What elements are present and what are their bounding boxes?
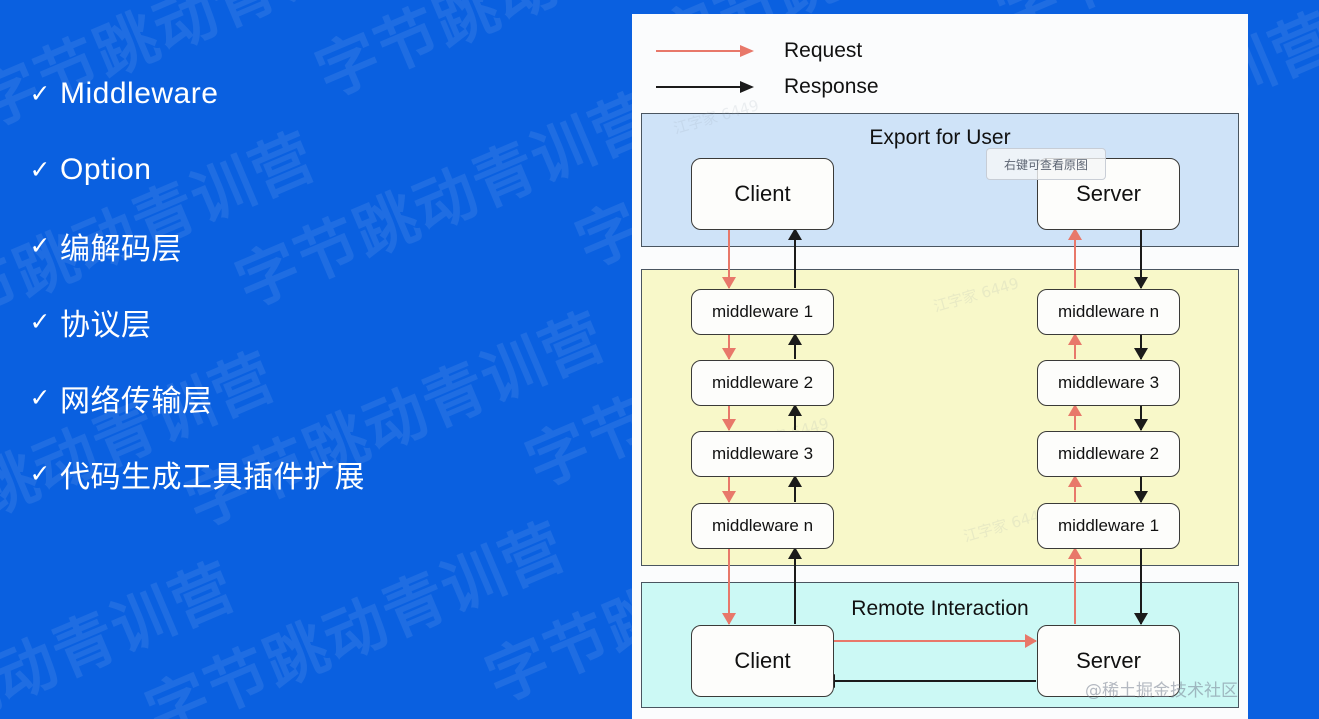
arrow-request-mw3r-to-mwn — [1068, 333, 1082, 359]
watermark-text: 字节跳动青训营 — [0, 548, 247, 719]
arrow-request-mw2r-to-mw3r — [1068, 404, 1082, 430]
node-middleware-right-4[interactable]: middleware 1 — [1037, 503, 1180, 549]
arrow-request-mw3-to-mwn — [722, 476, 736, 503]
node-label: middleware 3 — [711, 444, 814, 463]
arrow-remote-request-client-to-server — [824, 634, 1037, 648]
arrow-response-server-to-mwn — [1134, 229, 1148, 289]
legend-item-response: Response — [656, 75, 879, 99]
node-middleware-left-1[interactable]: middleware 1 — [691, 289, 834, 335]
node-middleware-left-4[interactable]: middleware n — [691, 503, 834, 549]
node-label: Client — [734, 648, 791, 673]
list-item-label: 代码生成工具插件扩展 — [60, 461, 365, 494]
node-label: Client — [734, 181, 791, 206]
arrow-request-mwn-to-server — [1068, 228, 1082, 288]
list-item: ✓ Option — [20, 132, 620, 208]
list-item-label: 编解码层 — [60, 233, 182, 266]
arrow-request-client-to-mw1 — [722, 229, 736, 289]
node-label: middleware 1 — [1057, 516, 1160, 535]
arrow-response-mw3-to-mw2 — [788, 404, 802, 430]
section-export-for-user: Export for User Client Server — [641, 113, 1239, 247]
arrow-response-mw3r-to-mw2r — [1134, 405, 1148, 431]
node-middleware-left-2[interactable]: middleware 2 — [691, 360, 834, 406]
node-label: middleware n — [711, 516, 814, 535]
node-remote-server[interactable]: Server — [1037, 625, 1180, 697]
list-item-label: Middleware — [60, 77, 219, 110]
section-middleware-stack: middleware 1 middleware 2 middleware 3 m… — [641, 269, 1239, 566]
architecture-diagram-panel[interactable]: 江字家 6449 江字家 6449 江字家 6449 江字家 6449 Requ… — [632, 14, 1248, 719]
check-icon: ✓ — [29, 307, 51, 336]
arrow-response-mw1-to-client — [788, 228, 802, 288]
list-item-label: 协议层 — [60, 309, 152, 342]
arrow-response-mw2r-to-mw1r — [1134, 476, 1148, 503]
arrow-response-mw1r-to-remote-server — [1134, 548, 1148, 625]
feature-bullet-list: ✓ Middleware ✓ Option ✓ 编解码层 ✓ 协议层 ✓ 网络传… — [20, 56, 620, 512]
list-item-label: 网络传输层 — [60, 385, 213, 418]
node-label: middleware n — [1057, 302, 1160, 321]
list-item: ✓ Middleware — [20, 56, 620, 132]
check-icon: ✓ — [29, 459, 51, 488]
section-title: Remote Interaction — [851, 597, 1029, 620]
node-middleware-right-1[interactable]: middleware n — [1037, 289, 1180, 335]
arrow-request-remote-server-to-mw1r — [1068, 547, 1082, 624]
tooltip-label: 右键可查看原图 — [1003, 157, 1088, 172]
section-title: Export for User — [869, 126, 1011, 149]
diagram-corner-watermark: @稀土掘金技术社区 — [1085, 681, 1238, 701]
legend-label: Response — [784, 75, 879, 98]
response-arrow-icon — [656, 81, 754, 93]
list-item-label: Option — [60, 153, 152, 186]
arrow-request-mw2-to-mw3 — [722, 405, 736, 431]
node-middleware-right-3[interactable]: middleware 2 — [1037, 431, 1180, 477]
list-item: ✓ 协议层 — [20, 284, 620, 360]
node-label: middleware 3 — [1057, 373, 1160, 392]
watermark-text: 字节跳动青训营 — [135, 508, 577, 719]
view-original-image-tooltip[interactable]: 右键可查看原图 — [986, 148, 1106, 180]
node-label: middleware 1 — [711, 302, 814, 321]
diagram-legend: Request Response — [632, 14, 1248, 106]
arrow-response-remote-client-to-mwn — [788, 547, 802, 624]
section-remote-interaction: Remote Interaction Client Server — [641, 582, 1239, 708]
arrow-request-mw1r-to-mw2r — [1068, 475, 1082, 502]
arrow-remote-response-server-to-client — [823, 674, 1036, 688]
arrow-request-mw1-to-mw2 — [722, 334, 736, 360]
node-label: Server — [1076, 648, 1141, 673]
request-arrow-icon — [656, 45, 754, 57]
node-label: middleware 2 — [1057, 444, 1160, 463]
node-label: Server — [1076, 181, 1141, 206]
node-middleware-right-2[interactable]: middleware 3 — [1037, 360, 1180, 406]
legend-label: Request — [784, 39, 863, 62]
check-icon: ✓ — [29, 383, 51, 412]
arrow-response-mwn-to-mw3r — [1134, 334, 1148, 360]
check-icon: ✓ — [29, 79, 51, 108]
arrow-response-mwn-to-mw3 — [788, 475, 802, 502]
node-remote-client[interactable]: Client — [691, 625, 834, 697]
list-item: ✓ 编解码层 — [20, 208, 620, 284]
check-icon: ✓ — [29, 155, 51, 184]
arrow-response-mw2-to-mw1 — [788, 333, 802, 359]
node-label: middleware 2 — [711, 373, 814, 392]
list-item: ✓ 网络传输层 — [20, 360, 620, 436]
node-export-server[interactable]: Server — [1037, 158, 1180, 230]
list-item: ✓ 代码生成工具插件扩展 — [20, 436, 620, 512]
check-icon: ✓ — [29, 231, 51, 260]
node-middleware-left-3[interactable]: middleware 3 — [691, 431, 834, 477]
legend-item-request: Request — [656, 39, 862, 63]
arrow-request-mwn-to-remote-client — [722, 548, 736, 625]
node-export-client[interactable]: Client — [691, 158, 834, 230]
